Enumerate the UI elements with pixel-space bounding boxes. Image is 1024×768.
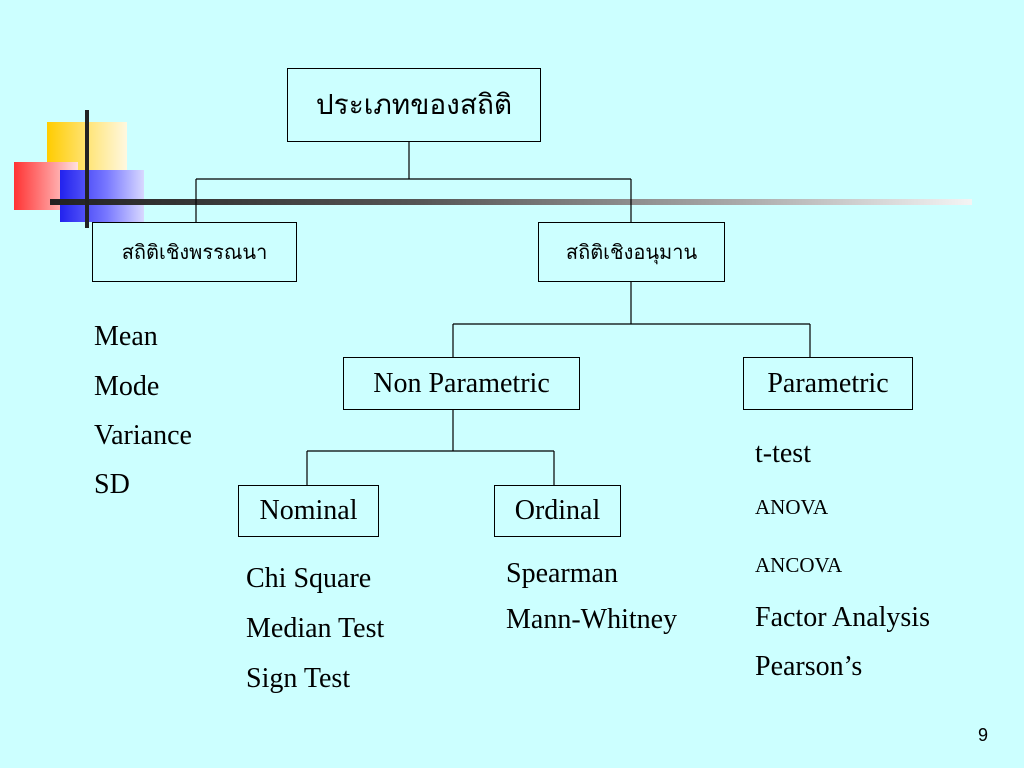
nominal-box: Nominal: [238, 485, 379, 537]
descriptive-item: Mean: [94, 321, 158, 352]
nominal-item: Chi Square: [246, 563, 372, 594]
parametric-label: Parametric: [767, 367, 889, 399]
parametric-box: Parametric: [743, 357, 913, 410]
descriptive-item: Mode: [94, 371, 160, 402]
nominal-item: Sign Test: [246, 663, 351, 694]
ordinal-box: Ordinal: [494, 485, 621, 537]
decorative-horizontal-rule: [50, 199, 972, 205]
nonparametric-box: Non Parametric: [343, 357, 580, 410]
decorative-vertical-rule: [85, 110, 89, 228]
inferential-label: สถิติเชิงอนุมาน: [565, 240, 698, 264]
root-box: ประเภทของสถิติ: [287, 68, 541, 142]
descriptive-label: สถิติเชิงพรรณนา: [121, 240, 268, 264]
page-number: 9: [978, 725, 989, 745]
descriptive-item: SD: [94, 469, 130, 500]
nonparametric-label: Non Parametric: [373, 367, 550, 399]
root-label: ประเภทของสถิติ: [315, 88, 513, 121]
ordinal-label: Ordinal: [514, 495, 601, 526]
descriptive-item: Variance: [94, 420, 192, 451]
parametric-item: Factor Analysis: [755, 602, 930, 633]
ordinal-item: Spearman: [506, 558, 618, 589]
parametric-item: t-test: [755, 438, 811, 469]
nominal-label: Nominal: [259, 495, 358, 526]
inferential-box: สถิติเชิงอนุมาน: [538, 222, 725, 282]
ordinal-item: Mann-Whitney: [506, 604, 678, 635]
nominal-item: Median Test: [246, 613, 385, 644]
parametric-item: Pearson’s: [755, 651, 863, 682]
parametric-item: ANOVA: [755, 495, 829, 519]
parametric-item: ANCOVA: [755, 553, 843, 577]
descriptive-box: สถิติเชิงพรรณนา: [92, 222, 297, 282]
decorative-blue-square: [60, 170, 144, 222]
